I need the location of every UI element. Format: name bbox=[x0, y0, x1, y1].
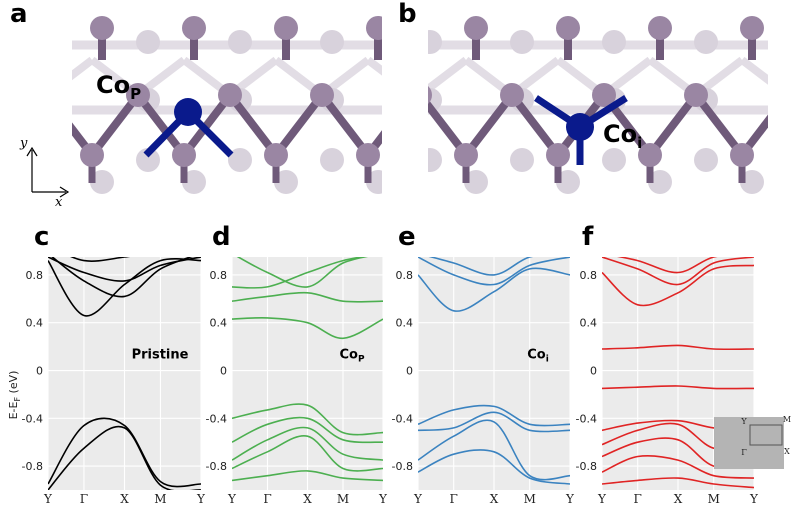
brillouin-zone-inset: Y M Γ X bbox=[714, 415, 791, 469]
band-e-3 bbox=[418, 404, 570, 427]
panel-label-e: e bbox=[398, 222, 416, 252]
band-panel-d: 0.8 0.4 0 -0.4 -0.8Y Γ X M Y CoP bbox=[206, 257, 388, 506]
k-tick-label: X bbox=[490, 492, 499, 506]
y-tick-label: -0.4 bbox=[206, 412, 227, 425]
y-tick-label: 0.8 bbox=[26, 269, 44, 282]
panel-annotation: Pristine bbox=[132, 348, 189, 363]
y-tick-label: -0.8 bbox=[22, 460, 43, 473]
band-panel-c: 0.8 0.4 0 -0.4 -0.8Y Γ X M Y Pristine bbox=[22, 257, 206, 506]
band-f-1 bbox=[602, 257, 754, 286]
panel-label-d: d bbox=[212, 222, 231, 252]
band-d-6 bbox=[232, 426, 383, 461]
y-tick-label: -0.4 bbox=[392, 412, 413, 425]
k-tick-label: Y bbox=[43, 492, 53, 506]
y-tick-label: -0.8 bbox=[392, 460, 413, 473]
panel-label-c: c bbox=[34, 222, 49, 252]
band-d-4 bbox=[232, 403, 383, 436]
band-e-1 bbox=[418, 257, 570, 286]
band-e-0 bbox=[418, 267, 570, 312]
structure-a bbox=[72, 16, 382, 194]
y-tick-label: 0 bbox=[406, 365, 413, 378]
band-e-5 bbox=[418, 419, 570, 481]
y-tick-label: 0.4 bbox=[396, 317, 414, 330]
k-tick-label: M bbox=[524, 492, 536, 506]
band-d-0 bbox=[236, 257, 368, 288]
k-tick-label: X bbox=[303, 492, 312, 506]
panel-label-f: f bbox=[582, 222, 594, 252]
k-tick-label: Y bbox=[196, 492, 206, 506]
inset-label: X bbox=[784, 447, 790, 456]
band-d-1 bbox=[232, 257, 366, 289]
y-axis-label: E-EF (eV) bbox=[7, 371, 22, 420]
k-tick-label: Y bbox=[378, 492, 388, 506]
inset-background bbox=[714, 417, 784, 469]
band-f-2 bbox=[617, 257, 718, 274]
y-tick-label: -0.8 bbox=[206, 460, 227, 473]
band-f-8 bbox=[602, 455, 754, 479]
panel-annotation: CoP bbox=[339, 348, 364, 365]
band-d-3 bbox=[232, 316, 383, 340]
y-tick-label: 0 bbox=[590, 365, 597, 378]
y-tick-label: 0.8 bbox=[396, 269, 414, 282]
band-e-6 bbox=[418, 449, 570, 485]
band-d-5 bbox=[232, 416, 383, 444]
k-tick-label: Y bbox=[413, 492, 423, 506]
band-c-4 bbox=[48, 417, 201, 488]
band-c-1 bbox=[48, 257, 201, 282]
y-tick-label: 0.8 bbox=[580, 269, 598, 282]
k-tick-label: X bbox=[120, 492, 129, 506]
k-tick-label: M bbox=[154, 492, 166, 506]
panel-annotation: Coi bbox=[527, 348, 549, 365]
band-panel-e: 0.8 0.4 0 -0.4 -0.8Y Γ X M Y Coi bbox=[392, 257, 575, 506]
inset-label: Y bbox=[740, 417, 747, 426]
k-tick-label: M bbox=[337, 492, 349, 506]
inset-label: Γ bbox=[741, 448, 747, 457]
band-f-0 bbox=[602, 264, 754, 307]
k-tick-label: Γ bbox=[634, 492, 642, 506]
y-tick-label: -0.8 bbox=[576, 460, 597, 473]
panel-label-b: b bbox=[398, 0, 417, 29]
y-tick-label: 0.8 bbox=[210, 269, 228, 282]
co-atom bbox=[566, 113, 594, 141]
band-c-3 bbox=[51, 257, 193, 298]
y-tick-label: -0.4 bbox=[576, 412, 597, 425]
band-c-2 bbox=[48, 258, 201, 317]
y-axis-letter: y bbox=[19, 136, 28, 151]
structure-b bbox=[428, 16, 768, 194]
y-tick-label: 0.4 bbox=[210, 317, 228, 330]
k-tick-label: Y bbox=[749, 492, 759, 506]
band-f-4 bbox=[602, 385, 754, 390]
band-f-9 bbox=[602, 477, 754, 489]
band-c-5 bbox=[48, 425, 201, 490]
y-tick-label: -0.4 bbox=[22, 412, 43, 425]
k-tick-label: Y bbox=[227, 492, 237, 506]
band-e-4 bbox=[418, 411, 570, 433]
axis-indicator: y x bbox=[19, 136, 70, 210]
y-tick-label: 0.4 bbox=[26, 317, 44, 330]
inset-label: M bbox=[783, 415, 791, 424]
k-tick-label: X bbox=[674, 492, 683, 506]
panel-label-a: a bbox=[10, 0, 28, 29]
y-tick-label: 0.4 bbox=[580, 317, 598, 330]
defect-label-coi: Coi bbox=[603, 120, 642, 152]
k-tick-label: Γ bbox=[263, 492, 271, 506]
defect-label-cop: CoP bbox=[96, 71, 141, 103]
band-f-3 bbox=[602, 344, 754, 351]
co-atom bbox=[174, 98, 202, 126]
k-tick-label: M bbox=[708, 492, 720, 506]
band-d-8 bbox=[232, 470, 383, 482]
k-tick-label: Y bbox=[597, 492, 607, 506]
k-tick-label: Y bbox=[565, 492, 575, 506]
band-e-2 bbox=[428, 257, 534, 276]
k-tick-label: Γ bbox=[450, 492, 458, 506]
y-tick-label: 0 bbox=[220, 365, 227, 378]
x-axis-letter: x bbox=[55, 195, 63, 210]
k-tick-label: Γ bbox=[80, 492, 88, 506]
band-d-7 bbox=[232, 435, 383, 472]
y-tick-label: 0 bbox=[36, 365, 43, 378]
band-d-2 bbox=[232, 291, 383, 303]
